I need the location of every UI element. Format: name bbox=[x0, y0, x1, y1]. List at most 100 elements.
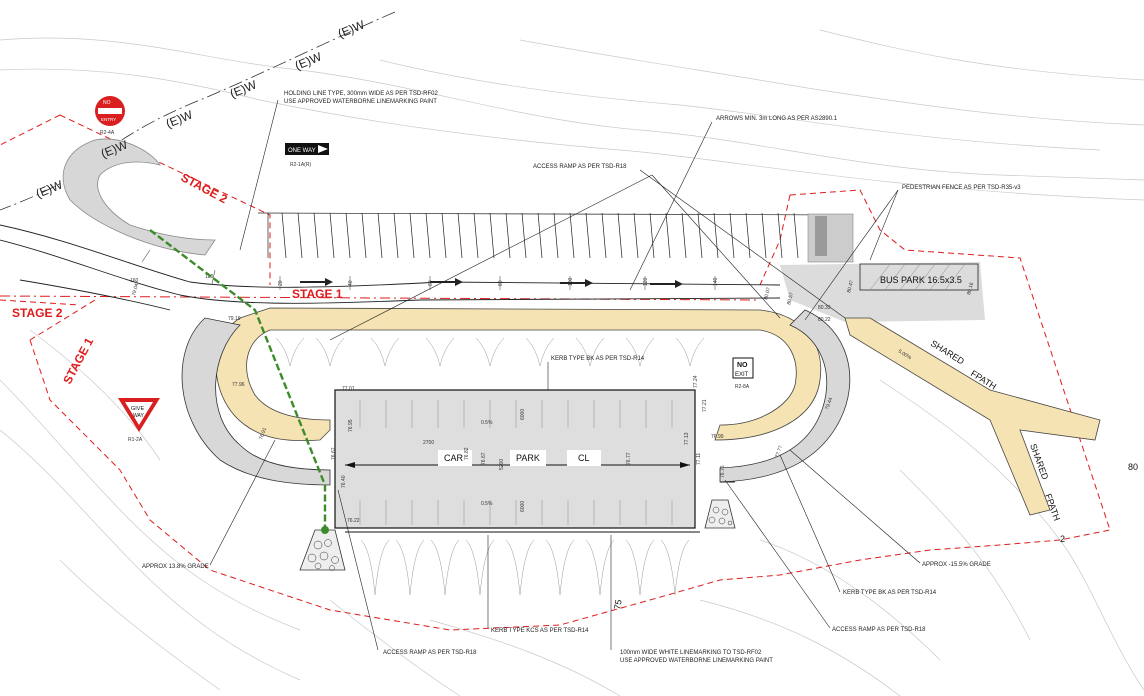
bus-bay-line bbox=[777, 212, 783, 259]
water-main bbox=[0, 11, 396, 211]
bus-bay-line bbox=[281, 212, 287, 259]
give-way-bottom: WAY bbox=[133, 413, 144, 419]
ew-label-3: (E)W bbox=[228, 77, 259, 100]
chainage-160: 160 bbox=[130, 278, 139, 284]
no-entry-sign: NO ENTRY R2-4A bbox=[95, 96, 125, 136]
ew-label-1: (E)W bbox=[336, 17, 367, 40]
chainage-60: 60 bbox=[428, 280, 434, 286]
drainage-fan bbox=[315, 337, 345, 367]
drainage-fan bbox=[585, 539, 615, 596]
bus-park-area: BUS PARK 16.5x3.5 bbox=[780, 213, 985, 322]
chainage-100: 100 bbox=[568, 277, 574, 286]
level-15: 77.21 bbox=[702, 399, 708, 412]
car-park-slope-bottom: 0.5% bbox=[481, 501, 493, 507]
no-exit-top: NO bbox=[737, 362, 748, 369]
level-6: 76.40 bbox=[341, 475, 347, 488]
level-19: 77.77 bbox=[774, 445, 784, 459]
level-12: 76.77 bbox=[626, 452, 632, 465]
level-14: 77.24 bbox=[693, 375, 699, 388]
note-holding-line-1: HOLDING LINE TYPE, 300mm WIDE AS PER TSD… bbox=[284, 91, 438, 97]
terrain-contours bbox=[0, 29, 1144, 696]
level-22: 80.22 bbox=[818, 317, 831, 323]
bus-bay-line bbox=[345, 212, 351, 259]
stage-label-4: STAGE 1 bbox=[60, 335, 96, 386]
stage-label-3: STAGE 2 bbox=[12, 306, 63, 320]
level-7: 76.22 bbox=[347, 518, 360, 524]
bus-bay-line bbox=[585, 212, 591, 259]
bus-bay-line bbox=[409, 212, 415, 259]
car-park-word-car: CAR bbox=[444, 453, 464, 463]
drainage-fan bbox=[545, 539, 575, 596]
kerb-lines bbox=[345, 481, 735, 533]
level-13: 77.13 bbox=[684, 432, 690, 445]
bus-bay-line bbox=[377, 212, 383, 259]
drainage-fan bbox=[395, 539, 425, 596]
drainage-fan bbox=[370, 337, 400, 367]
site-boundary bbox=[0, 114, 1111, 631]
footpath-loop bbox=[215, 307, 822, 442]
chainage-ticks bbox=[141, 249, 716, 290]
note-holding-line-2: USE APPROVED WATERBORNE LINEMARKING PAIN… bbox=[284, 99, 437, 105]
note-kerb-kcs: KERB TYPE KCS AS PER TSD-R14 bbox=[491, 628, 589, 634]
level-8: 77.01 bbox=[342, 386, 355, 392]
bus-bay-line bbox=[713, 212, 719, 259]
ew-label-4: (E)W bbox=[164, 107, 195, 130]
bus-bay-line bbox=[313, 212, 319, 259]
shared-footpath: SHARED FPATH SHARED FPATH 5.00% bbox=[844, 317, 1101, 522]
level-9: 76.95 bbox=[348, 419, 354, 432]
bus-bay-line bbox=[681, 212, 687, 259]
car-park-dim-6000-bottom: 6000 bbox=[520, 501, 526, 512]
bus-bay-line bbox=[601, 212, 607, 259]
level-5: 76.67 bbox=[331, 447, 337, 460]
bus-bay-line bbox=[553, 212, 559, 259]
bus-bay-line bbox=[665, 212, 671, 259]
chainage-120: 120 bbox=[643, 277, 649, 286]
note-kerb-bk-top: KERB TYPE BK AS PER TSD-R14 bbox=[551, 356, 645, 362]
note-pedestrian-fence: PEDESTRIAN FENCE AS PER TSD-R35-v3 bbox=[902, 185, 1021, 191]
leader-lines bbox=[209, 99, 921, 651]
bus-bay-line bbox=[793, 212, 799, 259]
level-11: 76.67 bbox=[481, 452, 487, 465]
give-way-code: R1-2A bbox=[128, 437, 143, 443]
chainage-40: 40 bbox=[348, 280, 354, 286]
bus-bay-line bbox=[297, 212, 303, 259]
drainage-fan bbox=[525, 337, 555, 367]
level-17: 76.99 bbox=[711, 434, 724, 440]
road-arrows bbox=[300, 278, 683, 288]
no-exit-bottom: EXIT bbox=[735, 372, 749, 378]
riprap-left bbox=[299, 529, 346, 571]
bus-bay-line bbox=[521, 212, 527, 259]
bus-park-label: BUS PARK 16.5x3.5 bbox=[880, 275, 962, 285]
one-way-text: ONE WAY bbox=[288, 148, 316, 154]
note-grade-left: APPROX 13.8% GRADE bbox=[142, 564, 209, 570]
note-linemarking-1: 100mm WIDE WHITE LINEMARKING TO TSD-RF02 bbox=[620, 650, 762, 656]
chainage-20: 20 bbox=[278, 280, 284, 286]
spot-levels: 79.04 79.19 77.96 76.91 76.67 76.40 76.2… bbox=[131, 280, 975, 524]
drainage-fan bbox=[675, 337, 705, 367]
level-20: 79.44 bbox=[824, 397, 834, 411]
drainage-fan bbox=[475, 337, 505, 367]
bus-bay-line bbox=[617, 212, 623, 259]
bus-bay-line bbox=[473, 212, 479, 259]
drainage-fan bbox=[275, 337, 305, 367]
no-entry-bottom: ENTRY bbox=[101, 117, 116, 122]
contour-label-75: 75 bbox=[612, 599, 624, 611]
annotation-notes: HOLDING LINE TYPE, 300mm WIDE AS PER TSD… bbox=[142, 91, 1021, 664]
no-exit-code: R2-8A bbox=[735, 384, 750, 390]
riprap-right bbox=[704, 499, 736, 529]
level-2: 79.19 bbox=[228, 316, 241, 322]
bus-bay-line bbox=[489, 212, 495, 259]
one-way-sign: ONE WAY R2-1A(R) bbox=[285, 143, 329, 168]
bus-bay-line bbox=[457, 212, 463, 259]
level-3: 77.96 bbox=[232, 382, 245, 388]
drainage-fan bbox=[505, 539, 535, 596]
turnaround-road bbox=[62, 138, 216, 256]
no-entry-code: R2-4A bbox=[100, 130, 115, 136]
level-25: 80.57 bbox=[786, 292, 795, 306]
bus-bay-line bbox=[393, 212, 399, 259]
note-access-ramp-bottom: ACCESS RAMP AS PER TSD-R18 bbox=[383, 650, 477, 656]
drainage-fan bbox=[575, 337, 605, 367]
level-16: 77.11 bbox=[696, 453, 702, 465]
